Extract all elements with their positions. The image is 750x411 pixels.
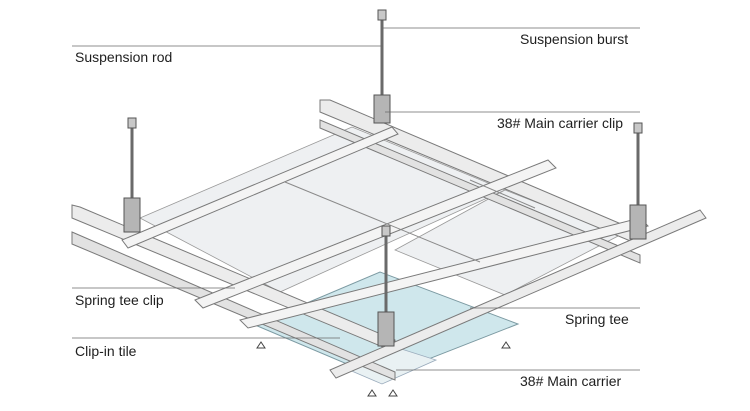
label-suspension-burst: Suspension burst: [520, 31, 629, 47]
up-arrow: [501, 341, 511, 349]
label-main-carrier-clip: 38# Main carrier clip: [497, 115, 624, 131]
rod-cap: [381, 225, 391, 237]
label-clip-in-tile: Clip-in tile: [75, 343, 137, 359]
up-arrow: [388, 389, 398, 397]
label-spring-tee-clip: Spring tee clip: [75, 292, 164, 308]
suspension-burst-clip: [373, 94, 391, 124]
cross-rail-3: [239, 217, 649, 329]
cross-rail-4: [329, 209, 707, 379]
rod-cap: [127, 117, 137, 129]
cross-rail-2: [194, 159, 557, 309]
cross-rail-1: [121, 126, 399, 249]
carrier-clip: [123, 197, 141, 233]
up-arrow: [367, 389, 377, 397]
carrier-clip: [377, 311, 395, 347]
label-suspension-rod: Suspension rod: [75, 49, 173, 65]
tee-line: [284, 181, 481, 263]
tee-line: [469, 179, 536, 209]
carrier-clip: [629, 204, 647, 240]
main-carrier-left-lip: [71, 231, 396, 381]
rod-cap: [633, 122, 643, 134]
up-arrow: [256, 341, 266, 349]
label-main-carrier: 38# Main carrier: [520, 373, 622, 389]
rod-cap: [377, 9, 387, 21]
label-spring-tee: Spring tee: [565, 311, 629, 327]
